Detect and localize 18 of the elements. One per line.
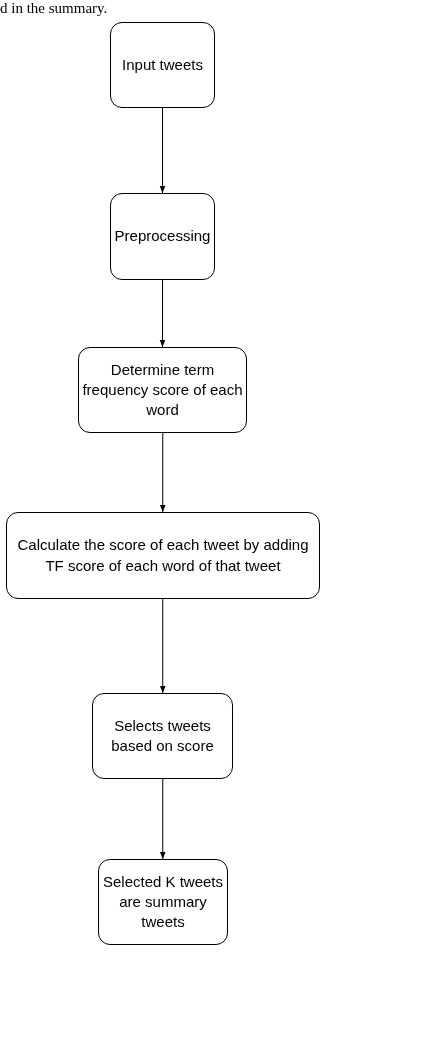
node-text: Preprocessing [114, 226, 211, 247]
process-box [6, 512, 320, 599]
node-text: Selected K tweets are summary tweets [101, 871, 225, 933]
process-box [92, 693, 233, 779]
arrow [159, 107, 166, 194]
arrow [159, 598, 166, 694]
arrow [159, 778, 166, 860]
process-box [110, 193, 215, 280]
arrow [159, 432, 166, 513]
process-box [110, 22, 215, 108]
process-box [78, 347, 247, 433]
arrow [159, 279, 166, 348]
node-text: Input tweets [122, 54, 203, 75]
node-text: Selects tweets based on score [110, 715, 215, 756]
node-text: Calculate the score of each tweet by adding TF score of each word of that tweet [16, 535, 310, 576]
node-text: Determine term frequency score of each word [81, 359, 244, 421]
text-fragment: d in the summary. [0, 0, 108, 17]
process-box [98, 859, 228, 945]
